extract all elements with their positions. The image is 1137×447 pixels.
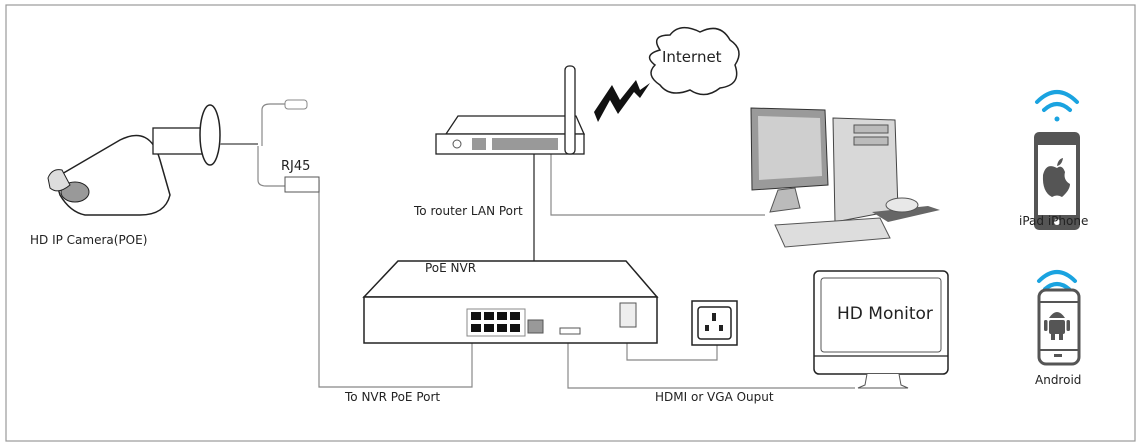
camera-to-nvr-cable bbox=[318, 180, 473, 388]
monitor-label: HD Monitor bbox=[837, 304, 933, 324]
ip-camera: HD IP Camera(POE) RJ45 bbox=[30, 99, 320, 247]
power-outlet bbox=[691, 300, 738, 346]
antenna bbox=[564, 65, 576, 155]
rj45-label: RJ45 bbox=[281, 159, 310, 174]
power-inlet bbox=[619, 302, 637, 328]
ios-device: iPad iPhone bbox=[1019, 90, 1088, 230]
wireless-link-icon bbox=[594, 80, 650, 122]
hdmi-cable bbox=[567, 334, 855, 389]
ios-label: iPad iPhone bbox=[1019, 214, 1088, 228]
internet-cloud: Internet bbox=[594, 26, 740, 122]
android-device: Android bbox=[1035, 270, 1081, 387]
router-to-pc-cable bbox=[550, 150, 765, 216]
desktop-pc bbox=[750, 107, 940, 248]
internet-label: Internet bbox=[662, 48, 722, 66]
hdmi-label: HDMI or VGA Ouput bbox=[655, 390, 774, 404]
poe-nvr: PoE NVR bbox=[362, 260, 659, 344]
lan-port bbox=[527, 319, 544, 334]
router: To router LAN Port bbox=[413, 65, 586, 218]
apple-logo-icon bbox=[1042, 158, 1070, 197]
android-label: Android bbox=[1035, 373, 1081, 387]
rj45-connector bbox=[284, 176, 320, 193]
camera-label: HD IP Camera(POE) bbox=[30, 233, 147, 247]
hdmi-port bbox=[559, 327, 581, 335]
router-lan-label: To router LAN Port bbox=[413, 204, 523, 218]
wifi-icon bbox=[1035, 90, 1079, 122]
hd-monitor: HD Monitor bbox=[813, 270, 949, 389]
nvr-poe-port-label: To NVR PoE Port bbox=[344, 390, 440, 404]
frame bbox=[5, 4, 1136, 442]
nvr-label: PoE NVR bbox=[425, 261, 476, 275]
android-logo-icon bbox=[1044, 312, 1070, 340]
